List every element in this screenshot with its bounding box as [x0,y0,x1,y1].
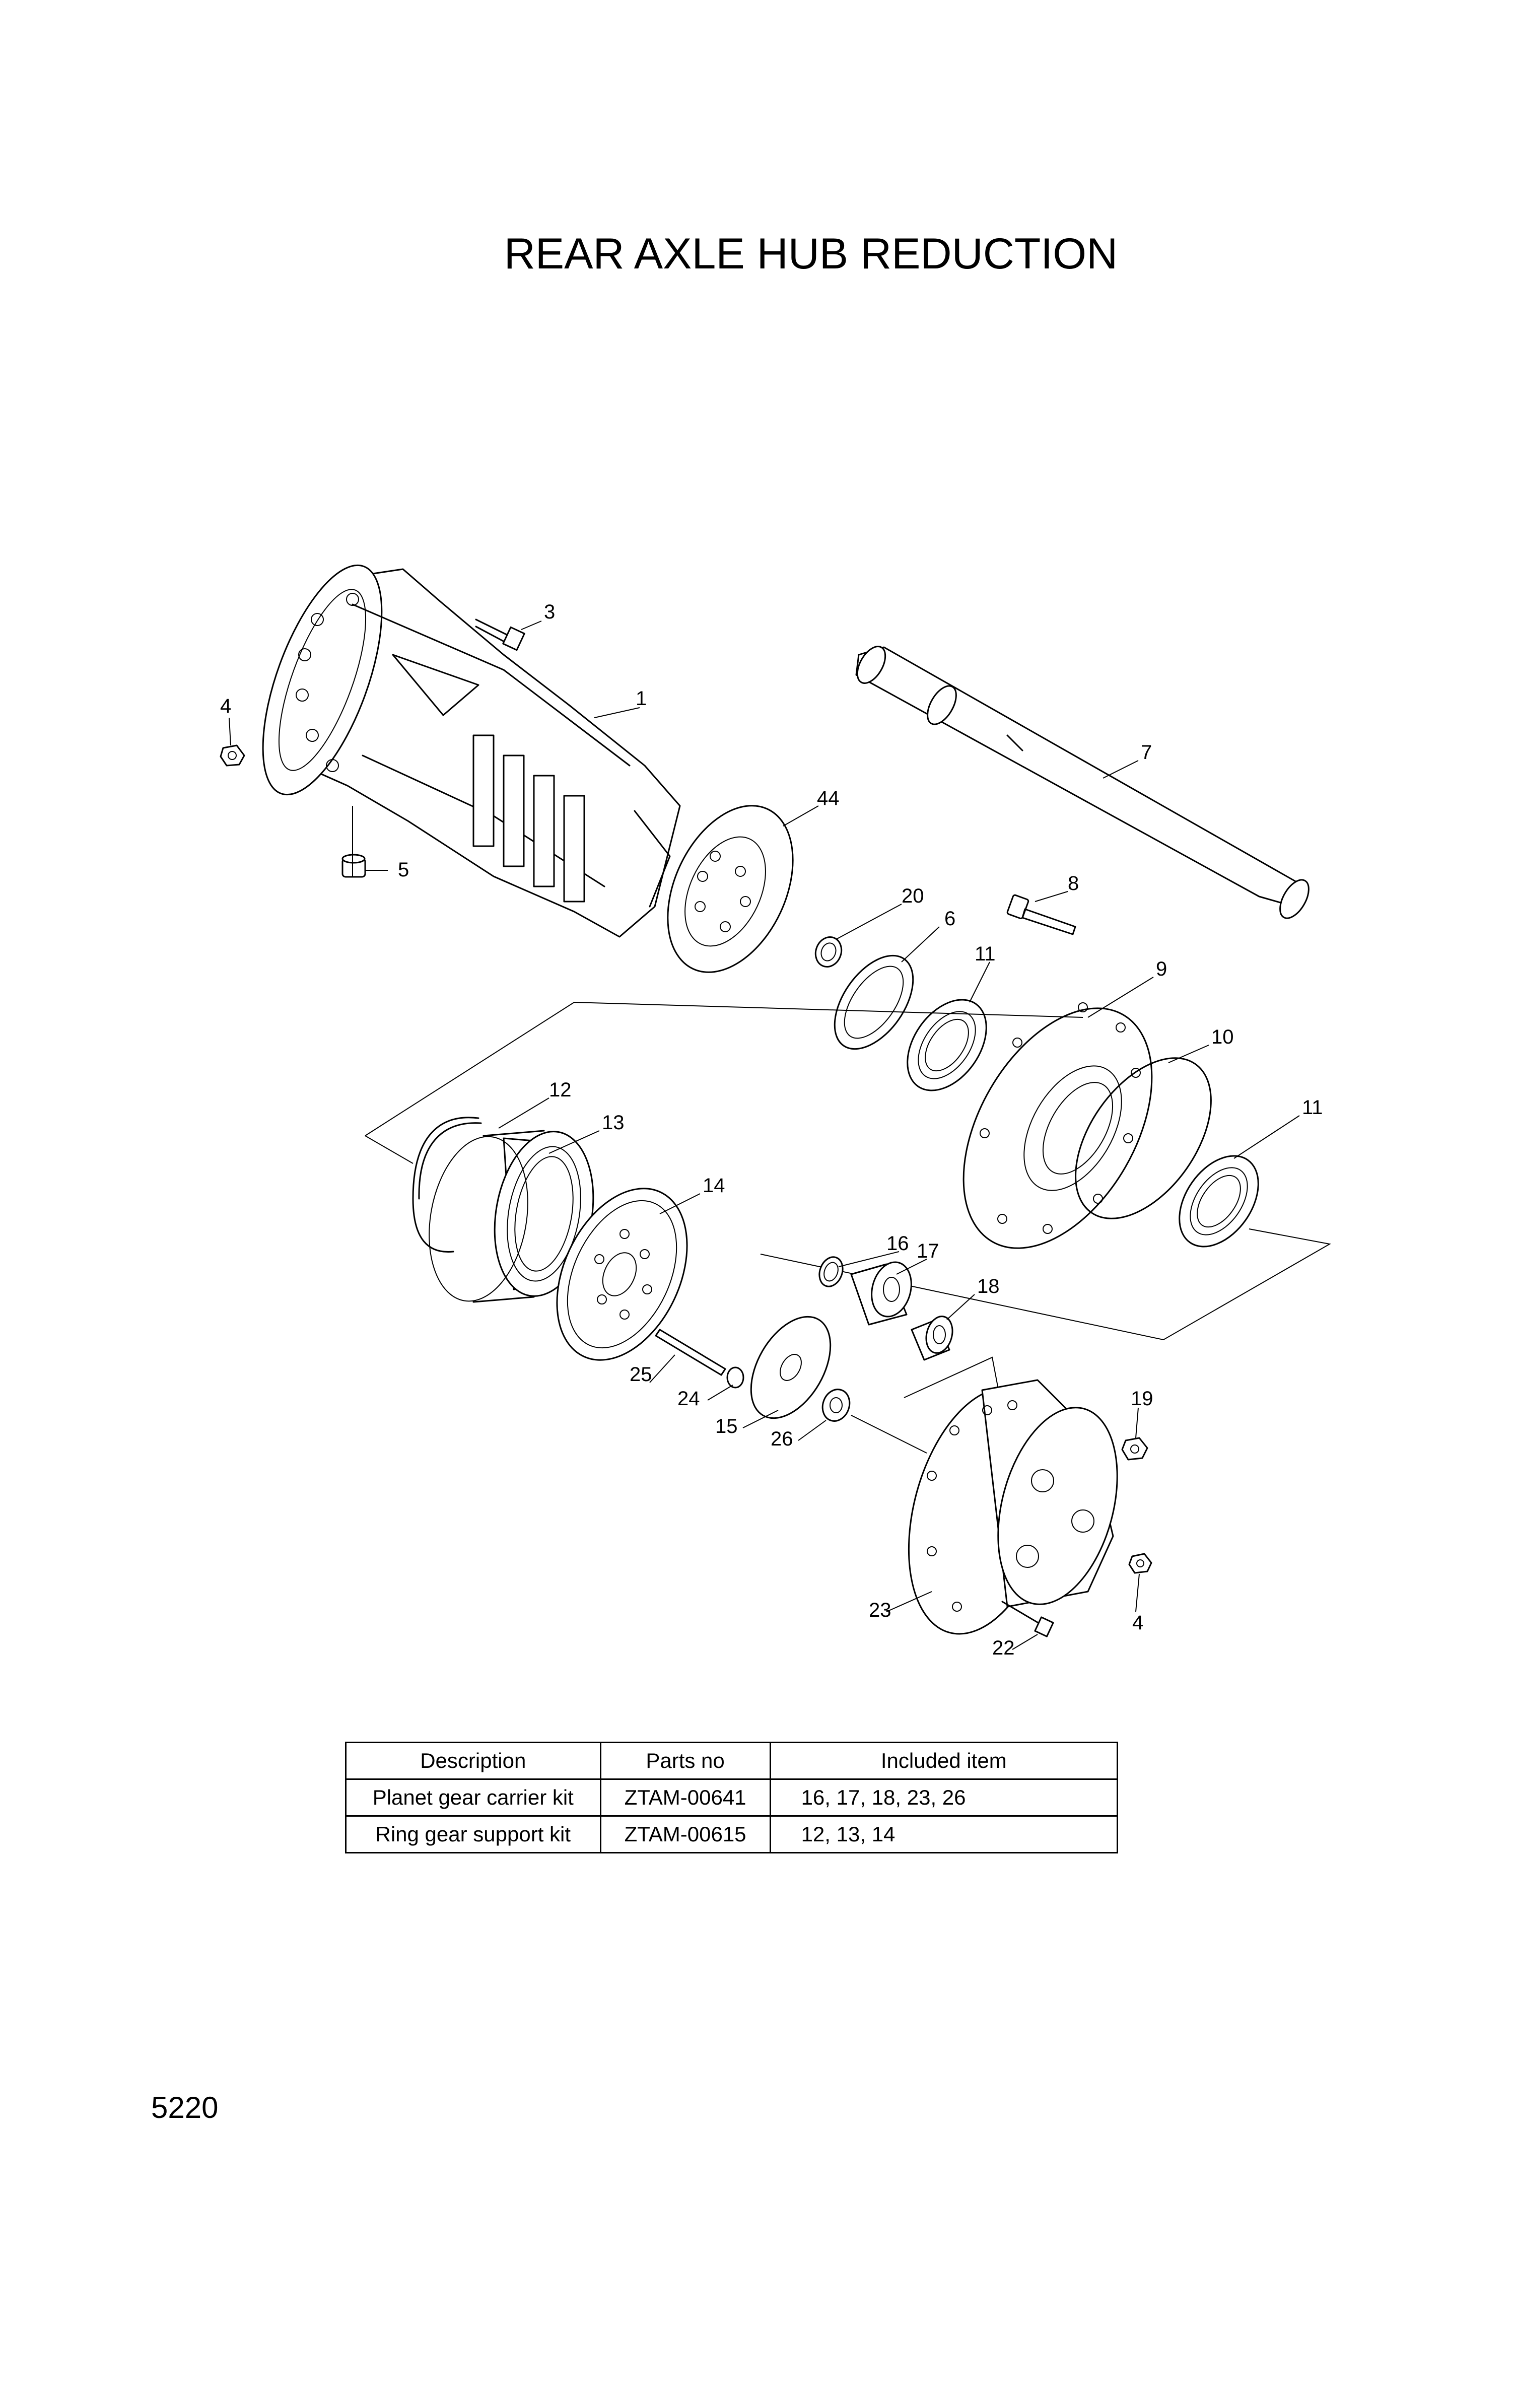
snap-ring-part-16 [818,1256,844,1287]
bolt-part-25 [655,1329,726,1376]
washer-part-26 [821,1389,851,1422]
nut-part-4-left [220,744,245,767]
callout-16: 16 [886,1232,909,1255]
callout-20: 20 [902,885,924,907]
callout-6: 6 [944,908,955,930]
planet-gear-part-17 [850,1261,912,1326]
callout-44: 44 [817,787,840,809]
callout-26: 26 [771,1428,793,1450]
wheel-hub-part-9 [962,1002,1153,1249]
callout-13: 13 [602,1112,625,1134]
callout-24: 24 [677,1388,700,1410]
callout-leaders [229,621,1300,1650]
callout-4-right: 4 [1132,1612,1143,1634]
plug-part-5 [341,854,366,878]
kit-table: Description Parts no Included item Plane… [345,1742,1119,1853]
callout-19: 19 [1131,1388,1153,1410]
callout-11-upper: 11 [975,943,996,965]
group-bracket-line [365,1001,1331,1341]
callout-22: 22 [992,1637,1015,1659]
callout-3: 3 [544,601,555,623]
page-number: 5220 [151,2091,219,2124]
planet-carrier-part-23 [908,1379,1118,1635]
callout-labels: 1 3 4 5 44 7 8 20 6 11 9 10 11 12 13 14 … [220,601,1323,1659]
stud-part-8 [1006,894,1076,935]
callout-18: 18 [977,1275,1000,1297]
callout-14: 14 [703,1175,725,1197]
callout-4-left: 4 [220,695,231,717]
axle-housing-part-1 [262,564,794,973]
table-row: Planet gear carrier kit ZTAM-00641 16, 1… [345,1778,1119,1817]
cell-included: 16, 17, 18, 23, 26 [769,1778,1119,1817]
header-included-item: Included item [769,1742,1119,1780]
header-parts-no: Parts no [599,1742,771,1780]
callout-25: 25 [630,1363,652,1386]
snap-ring-part-12 [412,1117,482,1253]
nut-part-24 [726,1366,744,1389]
screw-part-22 [1001,1601,1054,1637]
nut-part-19 [1121,1437,1148,1461]
callout-11-lower: 11 [1302,1096,1323,1119]
callout-5: 5 [398,859,409,881]
needle-bearing-part-18 [911,1316,953,1361]
callout-8: 8 [1068,872,1079,895]
callout-9: 9 [1156,958,1167,980]
kit-table-header-row: Description Parts no Included item [345,1742,1119,1780]
callout-12: 12 [549,1079,572,1101]
cell-description: Planet gear carrier kit [345,1778,601,1817]
callout-17: 17 [917,1240,939,1262]
callout-7: 7 [1141,741,1152,764]
thrust-washer-part-15 [750,1316,832,1419]
cell-parts-no: ZTAM-00641 [599,1778,771,1817]
axle-shaft-part-7 [855,646,1310,919]
header-description: Description [345,1742,601,1780]
callout-15: 15 [715,1415,738,1437]
bolt-part-3 [475,618,525,651]
ring-part-20 [814,936,843,968]
bearing-part-11-lower [1179,1155,1259,1248]
o-ring-part-10 [1075,1057,1212,1219]
cell-description: Ring gear support kit [345,1815,601,1853]
nut-part-4-right [1128,1553,1152,1574]
callout-1: 1 [636,687,647,710]
cell-included: 12, 13, 14 [769,1815,1119,1853]
table-row: Ring gear support kit ZTAM-00615 12, 13,… [345,1815,1119,1853]
gear-support-part-14 [556,1188,688,1361]
callout-23: 23 [869,1599,891,1621]
page-title: REAR AXLE HUB REDUCTION [504,230,1118,278]
callout-10: 10 [1211,1026,1234,1048]
cell-parts-no: ZTAM-00615 [599,1815,771,1853]
